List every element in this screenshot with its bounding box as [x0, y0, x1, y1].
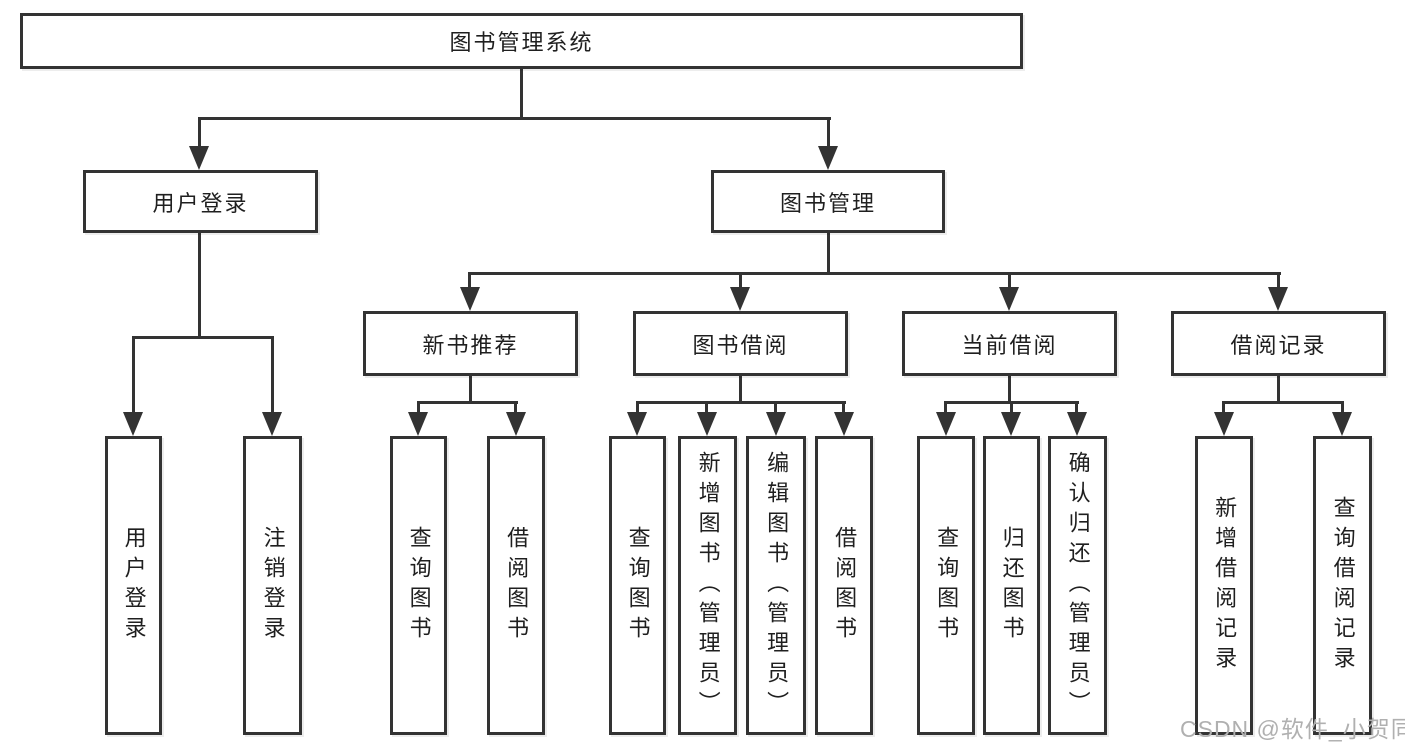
leaf-query-books: 查询图书: [609, 436, 666, 735]
node-user-login: 用户登录: [83, 170, 318, 233]
connector-drop: [1008, 272, 1011, 289]
arrow-down-icon: [1001, 412, 1021, 436]
leaf-label: 用户登录: [121, 525, 147, 646]
node-root-label: 图书管理系统: [449, 30, 594, 55]
arrow-down-icon: [834, 412, 854, 436]
connector-root-stem: [520, 69, 523, 119]
connector-drop: [1341, 401, 1344, 414]
connector-new-book-stem: [469, 376, 472, 403]
arrow-down-icon: [936, 412, 956, 436]
leaf-query-books: 查询图书: [917, 436, 975, 735]
connector-drop: [842, 401, 845, 414]
arrow-down-icon: [818, 146, 838, 170]
connector-drop: [1010, 401, 1013, 414]
connector-book-mgmt-stem: [827, 233, 830, 275]
leaf-borrow-books: 借阅图书: [815, 436, 873, 735]
node-borrow-records: 借阅记录: [1171, 311, 1386, 376]
arrow-down-icon: [408, 412, 428, 436]
leaf-label: 归还图书: [999, 525, 1025, 646]
leaf-edit-books-admin: 编辑图书（管理员）: [746, 436, 806, 735]
connector-drop: [1075, 401, 1078, 414]
leaf-label: 注销登录: [260, 525, 286, 646]
leaf-borrow-books: 借阅图书: [487, 436, 545, 735]
connector-drop: [1222, 401, 1225, 414]
arrow-down-icon: [1067, 412, 1087, 436]
connector-book-borrow-stem: [739, 376, 742, 403]
leaf-add-borrow-record: 新增借阅记录: [1195, 436, 1253, 735]
leaf-label: 查询图书: [934, 525, 960, 646]
node-book-mgmt: 图书管理: [711, 170, 945, 233]
arrow-down-icon: [627, 412, 647, 436]
connector-drop: [132, 336, 135, 414]
leaf-label: 编辑图书（管理员）: [764, 450, 790, 721]
leaf-user-login: 用户登录: [105, 436, 162, 735]
leaf-label: 新增借阅记录: [1212, 495, 1238, 676]
leaf-label: 借阅图书: [504, 525, 530, 646]
arrow-down-icon: [1332, 412, 1352, 436]
connector-drop: [705, 401, 708, 414]
arrow-down-icon: [999, 287, 1019, 311]
node-new-book-rec: 新书推荐: [363, 311, 578, 376]
connector-drop: [944, 401, 947, 414]
connector-book-borrow-branch: [636, 401, 846, 404]
connector-level3-branch: [468, 272, 1281, 275]
node-root: 图书管理系统: [20, 13, 1023, 69]
arrow-down-icon: [730, 287, 750, 311]
arrow-down-icon: [766, 412, 786, 436]
node-borrow-records-label: 借阅记录: [1230, 332, 1327, 358]
connector-drop-user-login: [198, 117, 201, 148]
arrow-down-icon: [123, 412, 143, 436]
connector-borrow-records-branch: [1222, 401, 1344, 404]
arrow-down-icon: [506, 412, 526, 436]
connector-drop: [514, 401, 517, 414]
leaf-confirm-return-admin: 确认归还（管理员）: [1048, 436, 1107, 735]
node-book-borrow: 图书借阅: [633, 311, 848, 376]
arrow-down-icon: [262, 412, 282, 436]
connector-drop: [774, 401, 777, 414]
connector-user-login-stem: [198, 233, 201, 339]
connector-new-book-branch: [417, 401, 518, 404]
connector-borrow-records-stem: [1277, 376, 1280, 403]
leaf-add-books-admin: 新增图书（管理员）: [678, 436, 737, 735]
connector-drop: [1277, 272, 1280, 289]
arrow-down-icon: [1214, 412, 1234, 436]
connector-level2-branch: [198, 117, 831, 120]
connector-drop: [417, 401, 420, 414]
connector-drop: [636, 401, 639, 414]
node-current-borrow: 当前借阅: [902, 311, 1117, 376]
csdn-watermark: CSDN @软件_小贺同学: [1180, 716, 1405, 742]
leaf-label: 新增图书（管理员）: [695, 450, 721, 721]
leaf-query-borrow-record: 查询借阅记录: [1313, 436, 1372, 735]
node-book-borrow-label: 图书借阅: [692, 332, 789, 358]
connector-drop: [271, 336, 274, 414]
arrow-down-icon: [189, 146, 209, 170]
node-current-borrow-label: 当前借阅: [961, 332, 1058, 358]
leaf-label: 查询图书: [625, 525, 651, 646]
leaf-label: 确认归还（管理员）: [1065, 450, 1091, 721]
leaf-logout: 注销登录: [243, 436, 302, 735]
connector-drop: [468, 272, 471, 289]
connector-current-borrow-stem: [1008, 376, 1011, 403]
leaf-return-books: 归还图书: [983, 436, 1040, 735]
leaf-query-books: 查询图书: [390, 436, 447, 735]
node-user-login-label: 用户登录: [152, 190, 249, 216]
connector-user-login-branch: [132, 336, 274, 339]
leaf-label: 借阅图书: [832, 525, 858, 646]
arrow-down-icon: [697, 412, 717, 436]
node-new-book-rec-label: 新书推荐: [422, 332, 519, 358]
connector-drop-book-mgmt: [827, 117, 830, 148]
leaf-label: 查询借阅记录: [1330, 495, 1356, 676]
arrow-down-icon: [1268, 287, 1288, 311]
leaf-label: 查询图书: [406, 525, 432, 646]
node-book-mgmt-label: 图书管理: [779, 190, 876, 216]
arrow-down-icon: [460, 287, 480, 311]
connector-drop: [739, 272, 742, 289]
